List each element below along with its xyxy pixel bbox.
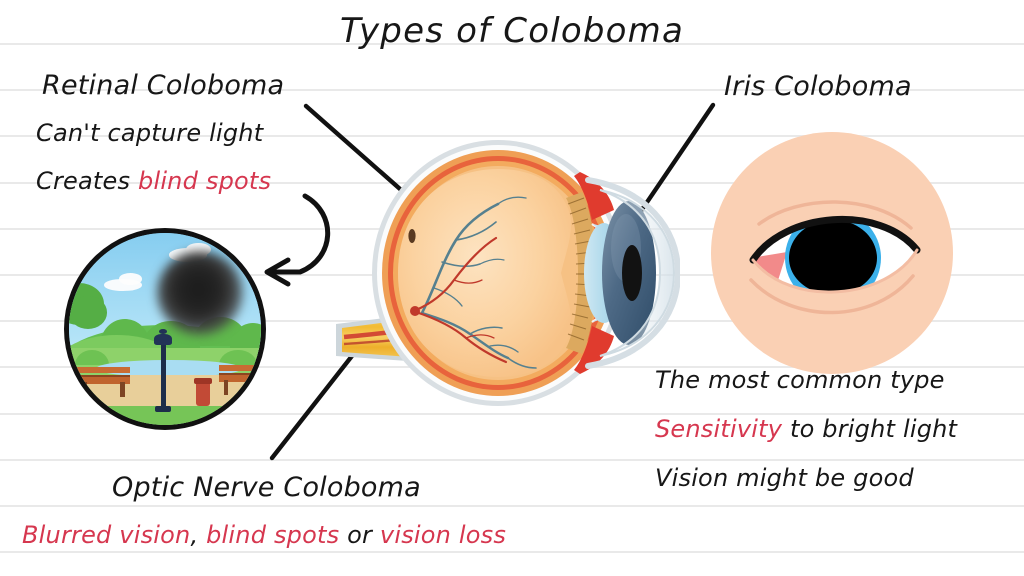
- blind-spot-curved-arrow: [269, 193, 331, 275]
- foreground-grass: [69, 405, 261, 425]
- bush-icon: [218, 350, 258, 366]
- optic-disc: [408, 229, 416, 243]
- retinal-blood-vessels: [410, 196, 537, 369]
- cornea-outer-edge: [585, 177, 680, 369]
- pond: [95, 359, 242, 377]
- ciliary-body: [566, 192, 596, 354]
- optic-bullet-part-blurred: Blurred vision: [22, 521, 191, 549]
- retinal-bullet-2-prefix: Creates: [36, 167, 139, 195]
- ciliary-muscle-bottom: [574, 326, 614, 374]
- keyhole-pupil: [789, 221, 877, 294]
- bench-backrest: [76, 366, 131, 374]
- iris-coloboma-eye-illustration: [711, 132, 953, 374]
- blind-spot-blob: [157, 251, 243, 335]
- cloud-icon: [118, 273, 142, 285]
- tree-icon: [69, 296, 108, 329]
- optic-bullet-part-or: or: [339, 521, 380, 549]
- eye-cross-section-diagram: [336, 140, 680, 406]
- pupil: [622, 245, 642, 301]
- optic-bullet-part-visionloss: vision loss: [379, 521, 507, 549]
- retinal-bullet-2-highlight: blind spots: [138, 167, 272, 195]
- retinal-coloboma-label: Retinal Coloboma: [42, 70, 285, 101]
- iris-bullet-2-suffix: to bright light: [782, 415, 958, 443]
- bench-right: [218, 364, 261, 398]
- bench-leg: [223, 379, 229, 396]
- upper-eyelid-crease: [757, 200, 913, 230]
- lower-eyelid-crease: [749, 274, 915, 315]
- page-title: Types of Coloboma: [339, 11, 685, 51]
- iris-bullet-1: The most common type: [655, 366, 945, 394]
- bench-leg: [259, 379, 261, 396]
- lamp-post-pole: [161, 342, 167, 410]
- optic-nerve-bullet-1: Blurred vision, blind spots or vision lo…: [22, 521, 506, 549]
- bench-leg: [120, 381, 126, 398]
- lamp-post-head: [154, 333, 172, 346]
- bench-seat: [76, 375, 131, 384]
- iris-bullet-3: Vision might be good: [655, 464, 914, 492]
- cornea: [599, 189, 676, 357]
- rule-line: [0, 505, 1024, 507]
- park-scene-with-blind-spot: [64, 228, 266, 430]
- ciliary-muscle-top: [574, 172, 614, 220]
- lamp-post-base: [155, 405, 171, 412]
- bench-seat: [218, 373, 261, 382]
- upper-lash-line: [749, 215, 921, 264]
- trash-bin-lid: [193, 377, 213, 384]
- bench-left: [76, 366, 131, 400]
- retinal-bullet-2: Creates blind spots: [36, 167, 271, 195]
- iris-bullet-2: Sensitivity to bright light: [655, 415, 957, 443]
- optic-bullet-part-blindspots: blind spots: [206, 521, 340, 549]
- retinal-bullet-1-text: Can't capture light: [36, 119, 264, 147]
- lower-lid-line: [751, 248, 919, 294]
- optic-nerve-coloboma-label: Optic Nerve Coloboma: [112, 472, 421, 503]
- iris-bullet-1-text: The most common type: [655, 366, 945, 394]
- bench-leg: [82, 381, 87, 398]
- retinal-bullet-1: Can't capture light: [36, 119, 263, 147]
- optic-bullet-part-comma: ,: [190, 521, 207, 549]
- bush-icon: [74, 350, 110, 366]
- trash-bin: [195, 380, 211, 406]
- bench-backrest: [218, 364, 261, 372]
- iris-coloboma-label: Iris Coloboma: [724, 71, 912, 102]
- rule-line: [0, 459, 1024, 461]
- iris-bullet-3-text: Vision might be good: [655, 464, 914, 492]
- rule-line: [0, 551, 1024, 553]
- cloud-icon: [103, 279, 142, 291]
- lamp-post-finial: [159, 329, 167, 334]
- blind-spot-arrowhead: [264, 257, 291, 287]
- vitreous-body: [398, 169, 572, 377]
- iris-bullet-2-highlight: Sensitivity: [655, 415, 783, 443]
